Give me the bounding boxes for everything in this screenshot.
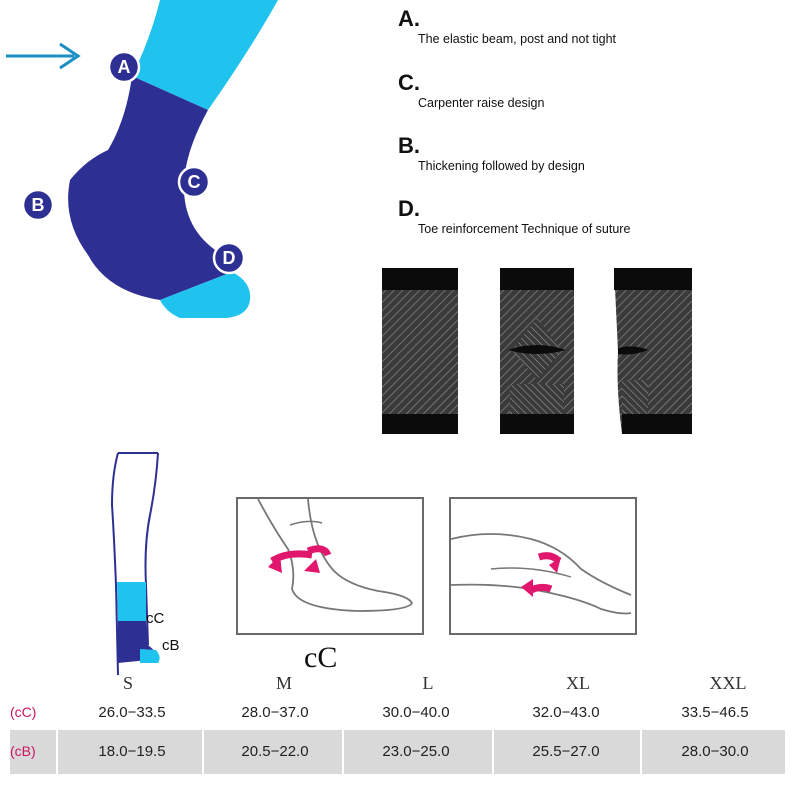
- feature-item-a: A. The elastic beam, post and not tight: [398, 6, 758, 47]
- table-cell: 23.0−25.0: [382, 743, 450, 760]
- leg-label-cb: cB: [162, 637, 180, 654]
- size-header-l: L: [422, 673, 434, 693]
- table-cell-bg: [10, 730, 56, 774]
- svg-text:A: A: [118, 57, 131, 77]
- sock-cuff: [132, 0, 278, 110]
- sleeve-side-image: [614, 268, 692, 434]
- marker-c: C: [177, 165, 211, 199]
- ankle-measure-illustration-1: [236, 497, 424, 635]
- size-header-xl: XL: [566, 673, 590, 693]
- size-chart-heading: cC: [304, 641, 338, 674]
- table-cell-bg: [58, 730, 202, 774]
- feature-text: Thickening followed by design: [418, 159, 585, 173]
- size-header-xxl: XXL: [709, 673, 747, 693]
- svg-text:C: C: [188, 172, 201, 192]
- feature-text: Carpenter raise design: [418, 96, 545, 110]
- marker-b: B: [21, 188, 55, 222]
- size-header-m: M: [275, 673, 293, 693]
- feature-text: Toe reinforcement Technique of suture: [418, 222, 631, 236]
- leg-measurement-diagram: cC cB: [110, 452, 180, 675]
- table-cell: 33.5−46.5: [681, 704, 749, 721]
- table-cell: 26.0−33.5: [98, 704, 166, 721]
- feature-text: The elastic beam, post and not tight: [418, 32, 617, 46]
- sleeve-back-image: [500, 268, 574, 434]
- ankle-measure-illustration-2: [449, 497, 637, 635]
- feature-letter: B.: [398, 133, 420, 158]
- feature-letter: C.: [398, 70, 420, 95]
- sock-illustration: A B C D: [6, 0, 278, 318]
- feature-item-d: D. Toe reinforcement Technique of suture: [398, 196, 758, 237]
- table-cell: 20.5−22.0: [241, 743, 309, 760]
- feature-letter: D.: [398, 196, 420, 221]
- table-cell-bg: [642, 730, 785, 774]
- row-label-cc: (cC): [10, 704, 37, 720]
- feature-letter: A.: [398, 6, 420, 31]
- svg-text:D: D: [223, 248, 236, 268]
- pointer-arrow-icon: [6, 42, 81, 70]
- table-cell-bg: [494, 730, 640, 774]
- feature-item-c: C. Carpenter raise design: [398, 70, 758, 111]
- sock-body: [68, 76, 232, 300]
- table-cell: 28.0−37.0: [241, 704, 309, 721]
- feature-item-b: B. Thickening followed by design: [398, 133, 758, 174]
- sock-toe: [160, 272, 251, 318]
- marker-d: D: [212, 241, 246, 275]
- marker-a: A: [107, 50, 141, 84]
- table-cell: 18.0−19.5: [98, 743, 166, 760]
- sleeve-front-image: [382, 268, 458, 434]
- table-cell: 28.0−30.0: [681, 743, 749, 760]
- svg-text:B: B: [32, 195, 45, 215]
- size-header-s: S: [122, 673, 134, 693]
- table-cell-bg: [204, 730, 342, 774]
- table-cell: 25.5−27.0: [532, 743, 600, 760]
- table-cell-bg: [344, 730, 492, 774]
- table-cell: 32.0−43.0: [532, 704, 600, 721]
- leg-label-cc: cC: [146, 610, 165, 627]
- table-cell: 30.0−40.0: [382, 704, 450, 721]
- row-label-cb: (cB): [10, 743, 36, 759]
